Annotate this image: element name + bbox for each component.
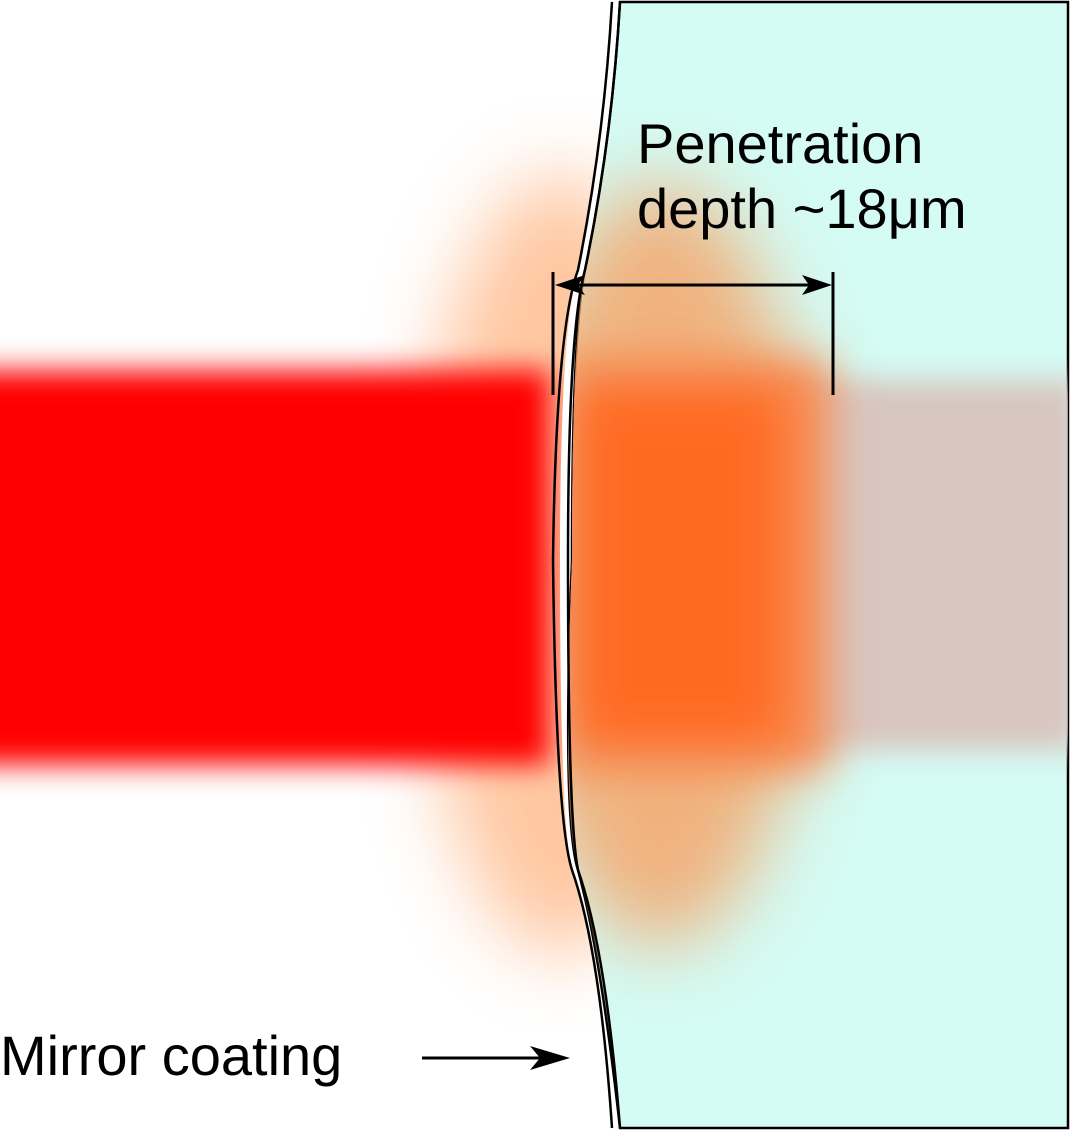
light-before-mirror: [0, 175, 612, 955]
dimension-arrowhead-right: [802, 275, 832, 295]
mirror-coating-label: Mirror coating: [0, 1024, 342, 1087]
mirror-coating-pointer-arrowhead: [530, 1046, 570, 1070]
mirror-coating-outer-edge: [551, 1, 614, 1129]
dimension-arrowhead-left: [555, 275, 585, 295]
penetration-label-line2: depth ~18μm: [637, 177, 967, 240]
mirror-coating-inner-edge: [566, 1, 622, 1129]
penetration-label-line1: Penetration: [637, 112, 923, 175]
light-in-substrate: [568, 185, 1068, 945]
